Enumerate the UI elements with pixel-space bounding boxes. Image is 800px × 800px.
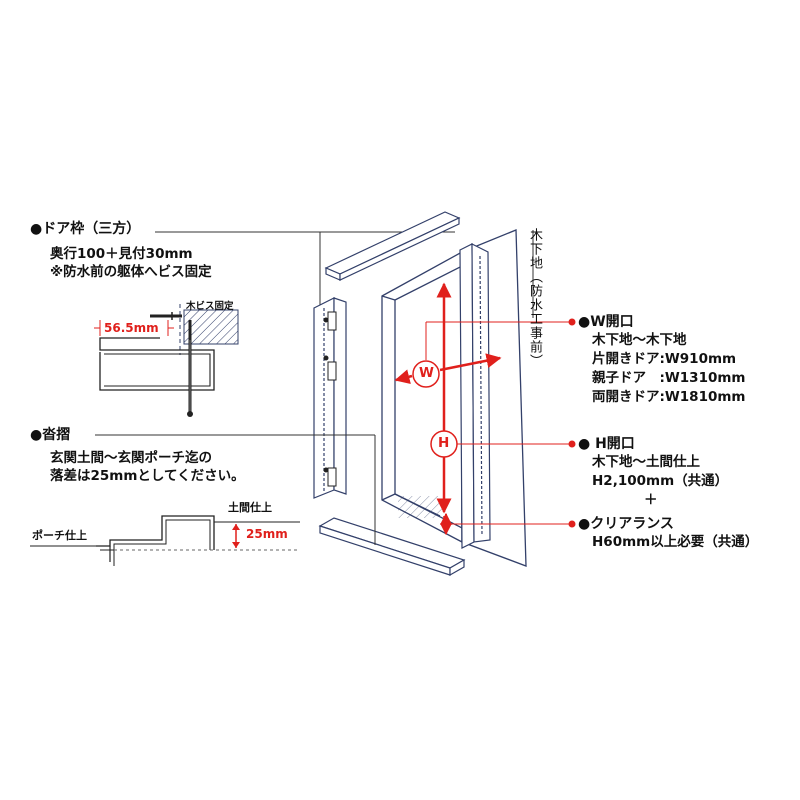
frame-left-jamb xyxy=(313,297,347,499)
w-opening-line4: 両開きドア:W1810mm xyxy=(592,389,746,405)
threshold-leader-lines xyxy=(95,434,376,545)
w-opening-line3: 親子ドア :W1310mm xyxy=(592,370,746,386)
frame-right-jamb xyxy=(459,243,491,549)
wood-base-label: 木下地（防水工事前） xyxy=(526,228,542,368)
screw-fix-label: 木ビス固定 xyxy=(186,301,234,312)
door-frame-title: ●ドア枠（三方） xyxy=(30,221,141,237)
w-dimension xyxy=(394,318,576,388)
plus-sign: ＋ xyxy=(644,492,658,508)
porch-finish-label: ポーチ仕上 xyxy=(32,529,87,542)
frame-sill-piece xyxy=(318,517,466,577)
step-dimension-label: 25mm xyxy=(246,527,288,541)
w-opening-line1: 木下地～木下地 xyxy=(592,332,687,348)
threshold-desc-1: 玄関土間～玄関ポーチ迄の xyxy=(50,450,212,466)
threshold-title: ●沓摺 xyxy=(30,427,71,443)
h-opening-title: ● H開口 xyxy=(578,436,635,452)
h-marker-label: H xyxy=(438,435,450,451)
clearance-line1: H60mm以上必要（共通） xyxy=(592,534,759,550)
clearance-dimension xyxy=(440,512,576,536)
w-marker-circle xyxy=(412,360,440,388)
clearance-title: ●クリアランス xyxy=(578,516,674,532)
door-frame-spec: 奥行100＋見付30mm xyxy=(50,246,193,262)
h-dimension xyxy=(430,282,576,514)
door-frame-note: ※防水前の躯体へビス固定 xyxy=(50,264,212,280)
w-opening-line2: 片開きドア:W910mm xyxy=(592,351,737,367)
threshold-desc-2: 落差は25mmとしてください。 xyxy=(50,468,245,484)
frame-section-detail xyxy=(94,304,239,417)
h-opening-line2: H2,100mm（共通） xyxy=(592,473,729,489)
floor-finish-label: 土間仕上 xyxy=(228,501,272,514)
hinge-icon xyxy=(323,311,337,487)
threshold-step-detail xyxy=(30,515,300,566)
h-opening-line1: 木下地～土間仕上 xyxy=(592,454,700,470)
frame-depth-dimension-label: 56.5mm xyxy=(104,321,159,335)
frame-head-piece xyxy=(324,211,461,281)
floor-hatch xyxy=(398,496,442,518)
h-marker-circle xyxy=(430,430,458,458)
w-marker-label: W xyxy=(419,365,434,381)
w-opening-title: ●W開口 xyxy=(578,314,634,330)
